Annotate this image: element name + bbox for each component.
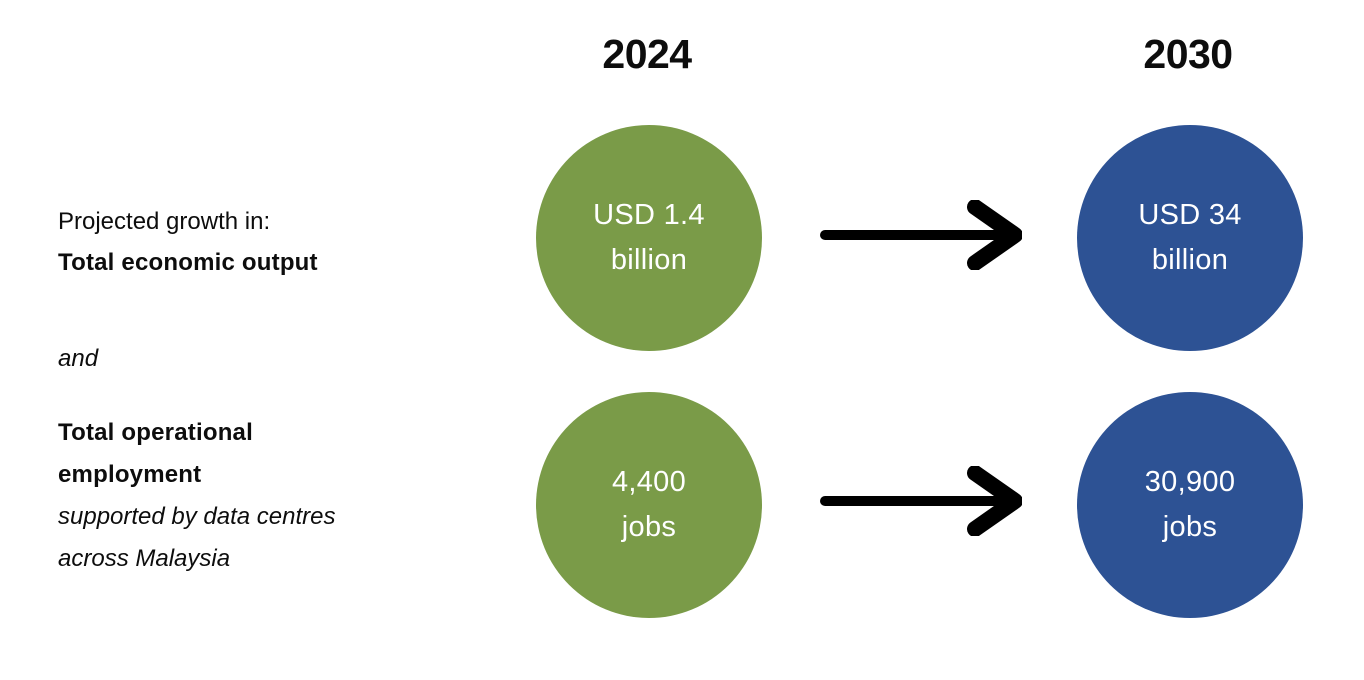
circle-unit-line: jobs [1162, 511, 1218, 543]
circle-value-line: 4,400 [611, 466, 687, 498]
circle-2030-economic-output: USD 34 billion [1077, 125, 1303, 351]
circle-value-line: 30,900 [1144, 466, 1236, 498]
circle-value-line: USD 1.4 [593, 199, 705, 231]
growth-arrow-icon [820, 200, 1022, 270]
circle-2030-employment: 30,900 jobs [1077, 392, 1303, 618]
caption-line1: supported by data centres [58, 503, 336, 530]
circle-unit-line: jobs [621, 511, 677, 543]
year-header-2030: 2030 [1143, 31, 1233, 77]
growth-arrow-icon [820, 466, 1022, 536]
metric2-label-line2: employment [58, 461, 202, 488]
metric1-label: Total economic output [58, 249, 318, 276]
intro-text: Projected growth in: [58, 208, 271, 235]
circle-2024-employment: 4,400 jobs [536, 392, 762, 618]
circle-unit-line: billion [1151, 244, 1229, 276]
conjunction-text: and [58, 345, 99, 372]
year-header-2024: 2024 [602, 31, 692, 77]
circle-value-line: USD 34 [1138, 199, 1242, 231]
metric2-label-line1: Total operational [58, 419, 253, 446]
metric1-label-block: Projected growth in: Total economic outp… [58, 201, 318, 283]
caption-line2: across Malaysia [58, 545, 231, 572]
circle-unit-line: billion [610, 244, 688, 276]
circle-2024-economic-output: USD 1.4 billion [536, 125, 762, 351]
metric2-label-block: Total operational employment supported b… [58, 412, 336, 580]
